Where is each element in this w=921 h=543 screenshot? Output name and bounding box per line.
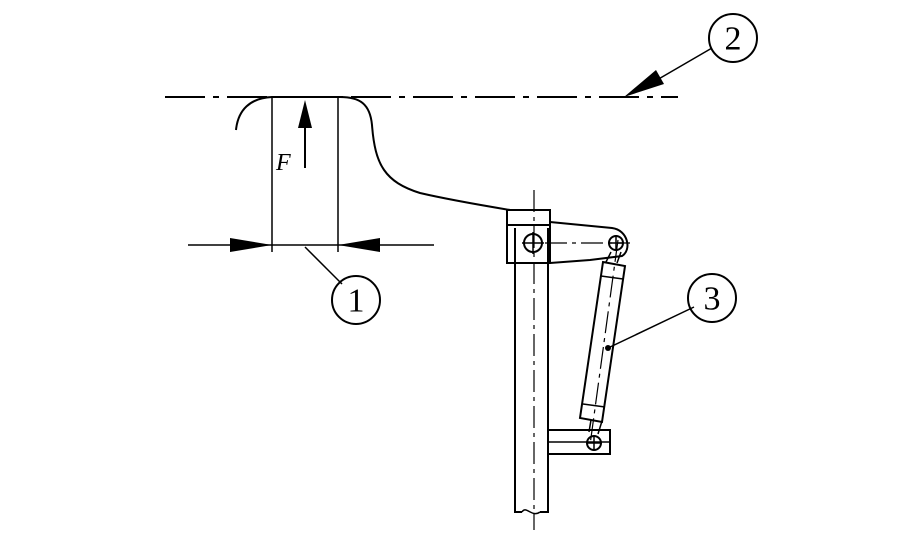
callout-2-arrow-head [624, 70, 664, 97]
force-label: F [275, 150, 291, 176]
callout-3-number: 3 [704, 281, 721, 318]
callout-1-leader [304, 246, 343, 285]
cylinder-centerline [589, 239, 619, 446]
post-break-line [521, 509, 541, 515]
post-right-edge [540, 228, 549, 513]
callout-2-number: 2 [725, 21, 742, 58]
post-left-edge [514, 228, 522, 513]
callout-1-balloon [331, 275, 381, 325]
dimension-arrow-right [338, 238, 380, 252]
force-arrow-head [298, 100, 312, 128]
profile-curve [235, 96, 511, 211]
callout-3-balloon [687, 273, 737, 323]
callout-2-balloon [708, 13, 758, 63]
top-bracket-cap [506, 209, 551, 226]
top-bracket-block [506, 224, 551, 264]
callout-1-number: 1 [348, 283, 365, 320]
dimension-arrow-left [230, 238, 272, 252]
cylinder-body [578, 260, 627, 424]
callout-3-leader [607, 306, 695, 349]
